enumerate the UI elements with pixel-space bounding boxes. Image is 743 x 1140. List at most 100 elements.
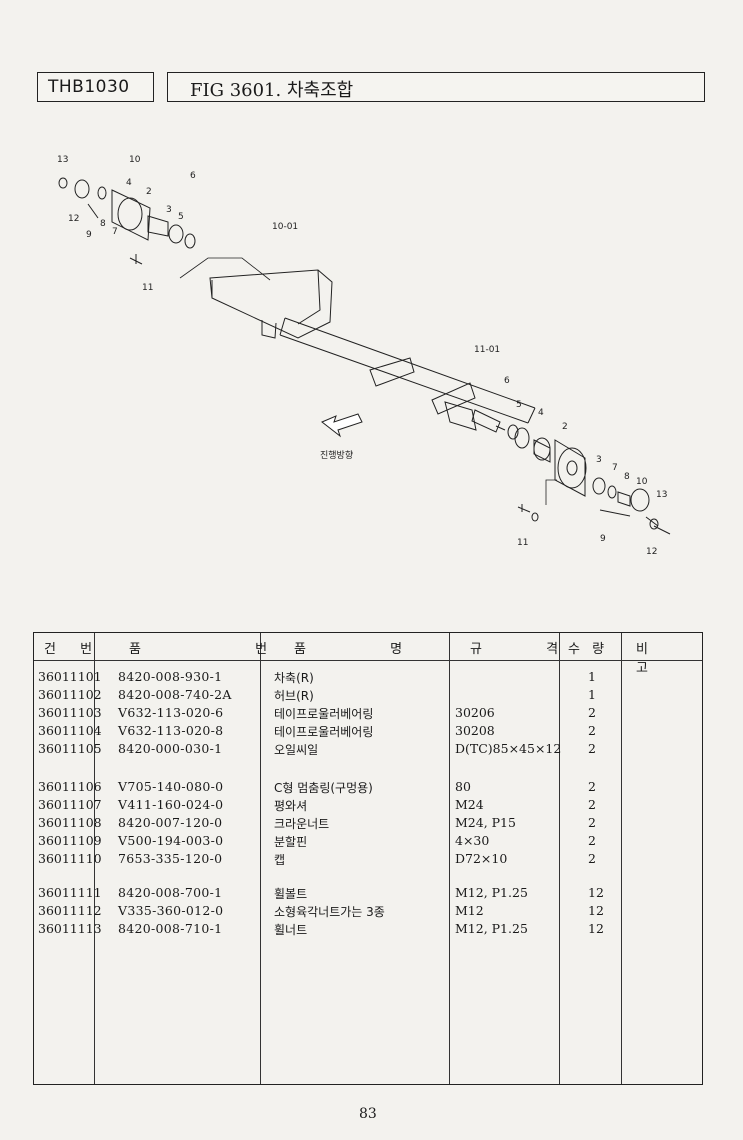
callout: 8 <box>624 472 630 482</box>
right-seal <box>507 424 519 440</box>
item-number: 36011107 <box>38 797 102 812</box>
callout: 7 <box>612 463 618 473</box>
callout: 9 <box>86 230 92 240</box>
item-number: 36011104 <box>38 723 102 738</box>
item-number: 36011105 <box>38 741 102 756</box>
column-header: 건 번 <box>44 642 103 657</box>
part-spec: 4×30 <box>455 833 490 848</box>
part-number: 8420-008-710-1 <box>118 921 223 936</box>
direction-arrow <box>321 413 363 438</box>
table-row: 36011105 8420-000-030-1 오일씨일 D(TC)85×45×… <box>34 741 702 758</box>
callout: 3 <box>166 205 172 215</box>
column-header: 품 번 <box>129 642 323 657</box>
item-number: 36011111 <box>38 885 102 900</box>
item-number: 36011101 <box>38 669 102 684</box>
right-cap <box>630 488 650 512</box>
part-number: V411-160-024-0 <box>118 797 224 812</box>
part-name: 분할핀 <box>274 835 308 849</box>
part-number: V500-194-003-0 <box>118 833 224 848</box>
middle-bracket <box>369 357 415 387</box>
table-row: 36011101 8420-008-930-1 차축(R) 1 <box>34 669 702 686</box>
part-spec: M12 <box>455 903 484 918</box>
table-row: 36011106 V705-140-080-0 C형 멈춤링(구멍용) 80 2 <box>34 779 702 796</box>
part-quantity: 1 <box>588 687 596 702</box>
callout: 4 <box>126 178 132 188</box>
part-name: 테이프로울러베어링 <box>274 725 374 739</box>
callout: 10-01 <box>272 222 298 232</box>
callout: 7 <box>112 227 118 237</box>
part-quantity: 2 <box>588 797 596 812</box>
table-row: 36011104 V632-113-020-8 테이프로울러베어링 30208 … <box>34 723 702 740</box>
item-number: 36011102 <box>38 687 102 702</box>
column-header: 규 격 <box>470 642 589 657</box>
right-bracket <box>431 382 476 415</box>
column-header: 품 명 <box>294 642 443 657</box>
right-cotter-pin <box>599 509 631 517</box>
right-bearing-small <box>592 477 606 495</box>
item-number: 36011103 <box>38 705 102 720</box>
left-washer <box>97 186 107 200</box>
part-quantity: 2 <box>588 833 596 848</box>
callout: 13 <box>656 490 667 500</box>
axle-tube <box>279 317 536 424</box>
right-bearing-outer <box>533 439 551 463</box>
part-name: 휠볼트 <box>274 887 308 901</box>
figure-title-box: FIG 3601. 차축조합 <box>167 72 705 102</box>
left-seal <box>184 233 196 249</box>
callout: 10 <box>129 155 141 165</box>
right-hub <box>554 439 586 497</box>
part-number: V632-113-020-6 <box>118 705 224 720</box>
callout: 13 <box>57 155 68 165</box>
item-number: 36011113 <box>38 921 102 936</box>
part-spec: D(TC)85×45×12 <box>455 741 562 756</box>
table-row: 36011103 V632-113-020-6 테이프로울러베어링 30206 … <box>34 705 702 722</box>
part-quantity: 2 <box>588 705 596 720</box>
item-number: 36011106 <box>38 779 102 794</box>
right-end-nut <box>649 518 659 530</box>
left-cotter-pin <box>87 203 99 219</box>
part-name: 테이프로울러베어링 <box>274 707 374 721</box>
table-row: 36011113 8420-008-710-1 휠너트 M12, P1.25 1… <box>34 921 702 938</box>
item-number: 36011109 <box>38 833 102 848</box>
part-quantity: 2 <box>588 851 596 866</box>
part-quantity: 12 <box>588 921 604 936</box>
right-crown-nut <box>617 491 631 507</box>
callout: 11 <box>142 283 153 293</box>
callout: 9 <box>600 534 606 544</box>
part-spec: M12, P1.25 <box>455 885 528 900</box>
part-spec: 30206 <box>455 705 495 720</box>
page-number: 83 <box>359 1106 377 1122</box>
part-quantity: 12 <box>588 903 604 918</box>
part-name: 오일씨일 <box>274 743 319 757</box>
direction-label: 진행방향 <box>320 449 353 461</box>
callout: 8 <box>100 219 106 229</box>
part-number: V335-360-012-0 <box>118 903 224 918</box>
part-number: V705-140-080-0 <box>118 779 224 794</box>
part-quantity: 12 <box>588 885 604 900</box>
part-name: 차축(R) <box>274 671 314 685</box>
part-spec: M24, P15 <box>455 815 516 830</box>
part-name: 허브(R) <box>274 689 314 703</box>
left-end-nut <box>58 177 68 189</box>
part-spec: 80 <box>455 779 471 794</box>
part-number: 8420-008-930-1 <box>118 669 223 684</box>
table-row: 36011108 8420-007-120-0 크라운너트 M24, P15 2 <box>34 815 702 832</box>
column-header: 비 고 <box>636 642 668 676</box>
part-quantity: 2 <box>588 741 596 756</box>
callout: 11-01 <box>474 345 500 355</box>
part-number: 8420-007-120-0 <box>118 815 223 830</box>
table-row: 36011107 V411-160-024-0 평와셔 M24 2 <box>34 797 702 814</box>
item-number: 36011108 <box>38 815 102 830</box>
part-number: 8420-000-030-1 <box>118 741 223 756</box>
callout: 3 <box>596 455 602 465</box>
parts-table: 건 번 품 번 품 명 규 격 수 량 비 고 36011101 8420-00… <box>33 632 703 1085</box>
left-cap <box>74 179 90 199</box>
part-spec: M24 <box>455 797 484 812</box>
left-bracket <box>209 269 333 339</box>
part-number: 7653-335-120-0 <box>118 851 223 866</box>
part-quantity: 2 <box>588 779 596 794</box>
table-row: 36011110 7653-335-120-0 캡 D72×10 2 <box>34 851 702 868</box>
table-row: 36011102 8420-008-740-2A 허브(R) 1 <box>34 687 702 704</box>
item-number: 36011110 <box>38 851 102 866</box>
callout: 2 <box>562 422 568 432</box>
